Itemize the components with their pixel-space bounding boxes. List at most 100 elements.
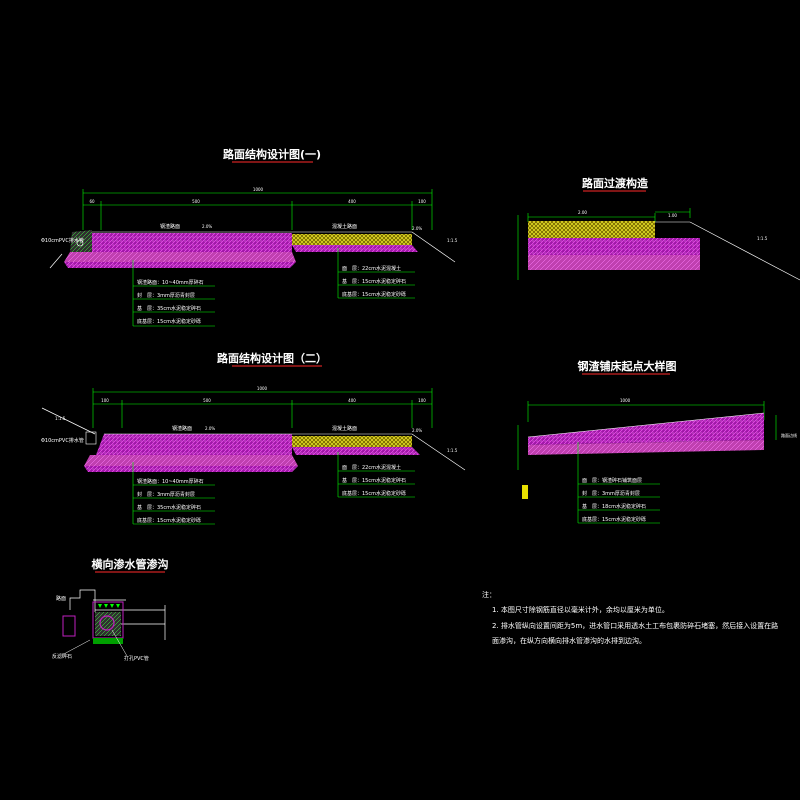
transition-slope-label: 1:1.5 <box>757 236 768 241</box>
section2-legend-right-2: 底基层：15cm水泥稳定砂砾 <box>342 490 406 497</box>
detail-base-layer <box>528 440 764 455</box>
transition-title: 路面过渡构造 <box>582 176 649 190</box>
transition: 路面过渡构造 2.00 1.00 1:1.5 <box>517 176 800 281</box>
transition-ground <box>689 221 800 281</box>
section2-pipe-label: Φ10cmPVC排水管 <box>41 437 84 444</box>
section1-ground-left <box>49 253 63 269</box>
detail-legend-0: 面 层：钢渣碎石铺筑面层 <box>582 477 642 484</box>
section2-dim-0: 100 <box>101 398 109 403</box>
notes-item-0: 1. 本图尺寸除钢筋直径以毫米计外，余均以厘米为单位。 <box>492 605 669 614</box>
section2-shoulder-layer <box>292 436 412 447</box>
detail: 钢渣铺床起点大样图 1000 路面边线 面 层：钢渣碎石铺筑面层 封 层：3mm… <box>517 359 797 524</box>
section1-dim-0: 60 <box>89 199 95 204</box>
section1-ground-right <box>411 231 456 263</box>
section1-shoulder-base <box>292 245 418 252</box>
section2-surface-layer <box>96 434 292 455</box>
section1-slope-label: 1:1.5 <box>447 238 458 243</box>
section2-ground-right <box>411 433 466 471</box>
section2-legend-left-2: 基 层：35cm水泥稳定碎石 <box>137 504 201 511</box>
section2-legend-right-0: 面 层：22cm水泥混凝土 <box>342 464 401 471</box>
detail-marker <box>522 485 528 499</box>
section2-slope-left: 1:1.5 <box>55 416 66 421</box>
section1-grade-left: 2.0% <box>202 224 212 229</box>
section2-title: 路面结构设计图（二） <box>217 351 327 365</box>
section2-ground-left <box>41 407 96 435</box>
detail-legend: 面 层：钢渣碎石铺筑面层 封 层：3mm厚沥青封层 基 层：18cm水泥稳定碎石… <box>578 477 660 524</box>
notes: 注： 1. 本图尺寸除钢筋直径以毫米计外，余均以厘米为单位。 2. 排水管纵向设… <box>482 590 778 645</box>
detail-edge-label: 路面边线 <box>781 432 797 438</box>
drain: 横向渗水管渗沟 路面 反滤碎石 打孔PVC管 <box>52 557 169 662</box>
section2-dim-total: 1000 <box>257 386 268 391</box>
drain-leader-right <box>111 629 128 657</box>
notes-item-2: 面渗沟，在纵方向横向排水管渗沟的水排到边沟。 <box>492 636 646 645</box>
section1-pipe-label: Φ10cmPVC排水管 <box>41 237 84 244</box>
section2-legend-left-0: 钢渣路面：10~40mm厚碎石 <box>137 478 204 485</box>
section1: 路面结构设计图(一) 1000 60 500 400 100 Φ10cmPVC排… <box>41 147 458 327</box>
section2-drain-box <box>85 431 97 445</box>
section1-left-curb <box>70 230 92 252</box>
section1-legend-left-0: 钢渣路面：10~40mm厚碎石 <box>137 279 204 286</box>
section1-dimensions <box>82 189 433 230</box>
section1-legend-right-1: 基 层：15cm水泥稳定碎石 <box>342 278 406 285</box>
section1-dim-total: 1000 <box>253 187 264 192</box>
detail-dim-top: 1000 <box>620 398 631 403</box>
drain-top-marks <box>98 604 120 608</box>
section1-grade-right: 2.0% <box>412 226 422 231</box>
section1-legend-left-3: 底基层：15cm水泥稳定砂砾 <box>137 318 201 325</box>
section1-legend-left-1: 封 层：3mm厚沥青封层 <box>137 292 195 299</box>
section1-legend-right-0: 面 层：22cm水泥混凝土 <box>342 265 401 272</box>
section2-legend-left-3: 底基层：15cm水泥稳定砂砾 <box>137 517 201 524</box>
section1-shoulder-layer <box>292 234 412 245</box>
section2-slope-right: 1:1.5 <box>447 448 458 453</box>
section1-legend-right-2: 底基层：15cm水泥稳定砂砾 <box>342 291 406 298</box>
section1-surface-label: 钢渣路面 <box>160 223 180 230</box>
section1-base-layer <box>64 252 296 262</box>
section2-grade-right: 2.0% <box>412 428 422 433</box>
section2: 路面结构设计图（二） 1000 100 500 400 100 Φ10cmPVC… <box>41 351 466 525</box>
drain-label-bottom-left: 反滤碎石 <box>52 653 72 660</box>
transition-base-layer <box>528 255 700 270</box>
section1-shoulder-label: 混凝土路面 <box>332 223 357 230</box>
section2-shoulder-base <box>292 447 420 455</box>
drain-pipe-icon <box>99 615 115 631</box>
section1-dim-1: 500 <box>192 199 200 204</box>
section2-subbase-layer <box>84 466 298 472</box>
section2-dim-2: 400 <box>348 398 356 403</box>
drain-side-block <box>62 615 76 637</box>
section1-surface-layer <box>92 233 292 252</box>
detail-dimensions <box>517 401 777 470</box>
section1-legend-right: 面 层：22cm水泥混凝土 基 层：15cm水泥稳定碎石 底基层：15cm水泥稳… <box>338 265 415 299</box>
section1-pipe-icon <box>76 239 84 247</box>
section2-base-layer <box>84 455 298 466</box>
drain-label-bottom-right: 打孔PVC管 <box>124 655 149 662</box>
transition-dim-top: 2.00 <box>578 210 587 215</box>
section1-dim-2: 400 <box>348 199 356 204</box>
section2-legend-left: 钢渣路面：10~40mm厚碎石 封 层：3mm厚沥青封层 基 层：35cm水泥稳… <box>133 478 215 525</box>
section1-legend-left-2: 基 层：35cm水泥稳定碎石 <box>137 305 201 312</box>
notes-item-1: 2. 排水管纵向设置间距为5m，进水管口采用透水土工布包裹防碎石堵塞，然后接入设… <box>492 621 778 630</box>
section2-grade-left: 2.0% <box>205 426 215 431</box>
detail-surface-wedge <box>528 413 764 445</box>
section2-shoulder-label: 混凝土路面 <box>332 425 357 432</box>
transition-dim-step: 1.00 <box>668 213 677 218</box>
detail-legend-3: 底基层：15cm水泥稳定砂砾 <box>582 516 646 523</box>
transition-dimensions <box>517 208 691 280</box>
notes-head: 注： <box>482 590 496 599</box>
section2-legend-right-1: 基 层：15cm水泥稳定碎石 <box>342 477 406 484</box>
transition-mid-layer <box>528 238 700 255</box>
detail-title: 钢渣铺床起点大样图 <box>578 359 677 373</box>
section1-dim-3: 100 <box>418 199 426 204</box>
section1-legend-left: 钢渣路面：10~40mm厚碎石 封 层：3mm厚沥青封层 基 层：35cm水泥稳… <box>133 279 215 327</box>
section2-surface-label: 钢渣路面 <box>172 425 192 432</box>
section2-dim-1: 500 <box>203 398 211 403</box>
drain-bottom-block <box>93 638 123 644</box>
section2-legend-right: 面 层：22cm水泥混凝土 基 层：15cm水泥稳定碎石 底基层：15cm水泥稳… <box>338 464 415 498</box>
detail-legend-2: 基 层：18cm水泥稳定碎石 <box>582 503 646 510</box>
section1-subbase-layer <box>64 262 296 268</box>
drain-leader-left <box>61 639 91 656</box>
drain-title: 横向渗水管渗沟 <box>92 557 169 571</box>
detail-top-edge <box>527 412 765 438</box>
section2-dimensions <box>92 388 433 428</box>
section2-dim-3: 100 <box>418 398 426 403</box>
